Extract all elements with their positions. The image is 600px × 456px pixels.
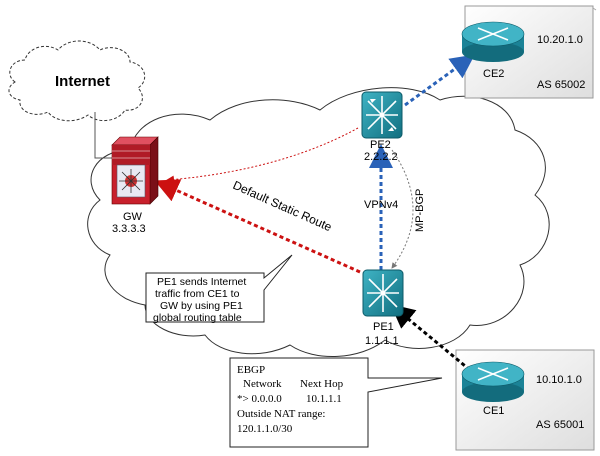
internet-cloud <box>8 40 146 122</box>
gw-name: GW <box>123 211 143 223</box>
ce1-as: AS 65001 <box>536 419 584 431</box>
ebgp-col-network: Network <box>243 378 282 390</box>
ebgp-row-nexthop: 10.1.1.1 <box>306 393 342 405</box>
pe2-ce2-link <box>404 54 475 107</box>
ebgp-nat-value: 120.1.1.0/30 <box>237 423 293 435</box>
pe1-ip: 1.1.1.1 <box>365 335 399 347</box>
mpbgp-arc <box>391 149 414 269</box>
gw-ip: 3.3.3.3 <box>112 223 146 235</box>
default-static-route-link <box>154 179 361 274</box>
internet-label: Internet <box>55 73 110 90</box>
pe1-callout-line2: traffic from CE1 to <box>155 288 240 300</box>
ce2-network: 10.20.1.0 <box>537 34 583 46</box>
internet-gw-link <box>94 112 112 159</box>
pe2-gw-thin-link <box>166 127 359 184</box>
pe1-callout <box>145 254 293 323</box>
ebgp-col-nexthop: Next Hop <box>300 378 344 390</box>
pe1-name: PE1 <box>373 321 394 333</box>
pe2-router-icon <box>361 91 403 139</box>
pe1-callout-line3: GW by using PE1 <box>160 300 243 312</box>
pe1-callout-line1: PE1 sends Internet <box>157 276 246 288</box>
ebgp-row-network: *> 0.0.0.0 <box>237 393 282 405</box>
pe2-name: PE2 <box>370 139 391 151</box>
ce1-router-icon <box>461 361 525 402</box>
ce2-router-icon <box>461 21 525 62</box>
ce2-as: AS 65002 <box>537 79 585 91</box>
vpnv4-label: VPNv4 <box>364 199 398 211</box>
ebgp-title: EBGP <box>237 364 265 376</box>
ebgp-callout <box>229 357 443 448</box>
ce1-name: CE1 <box>483 405 504 417</box>
pe1-router-icon <box>362 269 404 317</box>
pe1-callout-line4: global routing table <box>153 312 242 324</box>
gw-firewall <box>111 136 159 205</box>
mpbgp-label: MP-BGP <box>414 189 426 232</box>
ce1-network: 10.10.1.0 <box>536 374 582 386</box>
ebgp-nat-label: Outside NAT range: <box>237 408 325 420</box>
pe2-ip: 2.2.2.2 <box>364 151 398 163</box>
ce1-pe1-link <box>390 304 471 372</box>
ce2-name: CE2 <box>483 68 504 80</box>
